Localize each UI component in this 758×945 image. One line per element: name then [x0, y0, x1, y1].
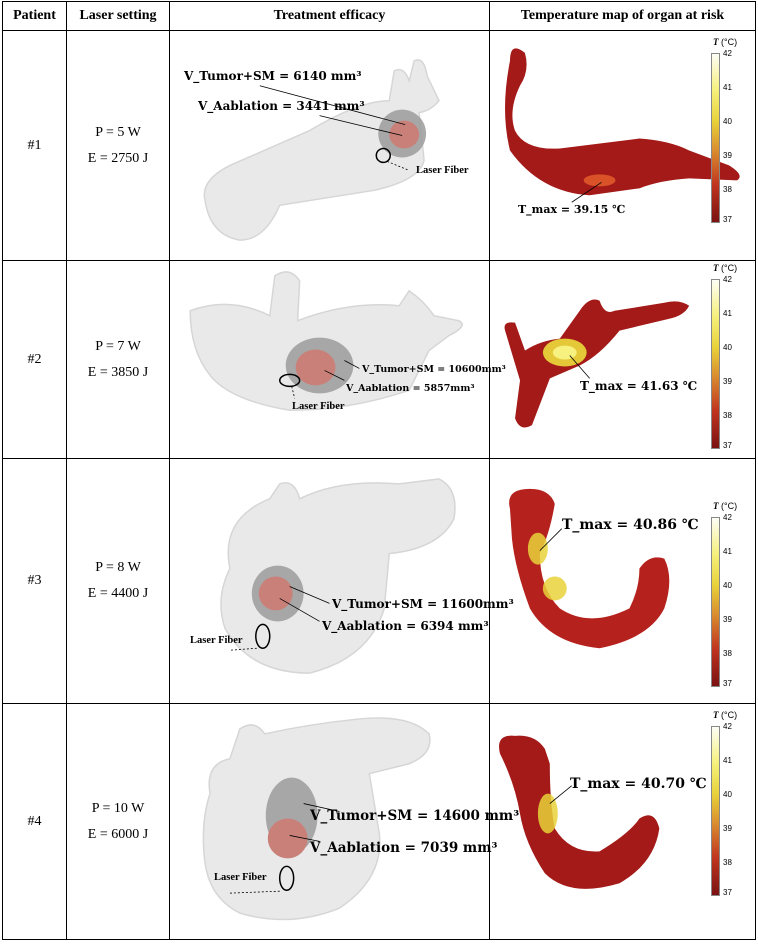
tick-label: 37	[723, 441, 732, 450]
power-value: P = 8 W	[95, 560, 141, 575]
tumor-volume-label: V_Tumor+SM = 10600mm³	[362, 364, 506, 375]
tick-label: 41	[723, 756, 732, 765]
tmax-label: T_max = 40.70 ℃	[570, 776, 707, 792]
tick-label: 41	[723, 309, 732, 318]
tick-label: 38	[723, 649, 732, 658]
ablation-volume-label: V_Aablation = 7039 mm³	[310, 840, 498, 856]
efficacy-cell: V_Tumor+SM = 11600mm³ V_Aablation = 6394…	[169, 458, 514, 704]
scale-bar	[711, 726, 720, 896]
patient-id: #1	[2, 30, 67, 261]
tick-label: 39	[723, 377, 732, 386]
tick-label: 42	[723, 49, 732, 58]
tick-label: 42	[723, 722, 732, 731]
tick-label: 38	[723, 185, 732, 194]
header-row: Patient Laser setting Treatment efficacy…	[2, 1, 756, 31]
table-row: #4 P = 10 W E = 6000 J V_Tumor+SM = 1460…	[2, 703, 756, 940]
organ-temperature-map	[499, 735, 660, 889]
scale-bar	[711, 53, 720, 223]
scale-unit: T (°C)	[713, 501, 738, 511]
tumor-volume-label: V_Tumor+SM = 11600mm³	[332, 597, 514, 611]
scale-bar	[711, 279, 720, 449]
tissue-render	[202, 717, 431, 921]
header-temperature-map: Temperature map of organ at risk	[489, 1, 756, 31]
power-value: P = 5 W	[95, 124, 141, 140]
laser-setting: P = 7 W E = 3850 J	[66, 260, 170, 459]
color-scale: T (°C) 42 41 40 39 38 37	[709, 37, 741, 225]
laser-fiber-label: Laser Fiber	[190, 635, 243, 646]
tick-label: 40	[723, 343, 732, 352]
power-value: P = 7 W	[95, 338, 141, 354]
tissue-render	[189, 271, 463, 411]
organ-temperature-map	[505, 48, 740, 203]
efficacy-cell: V_Tumor+SM = 14600 mm³ V_Aablation = 703…	[169, 703, 519, 940]
tick-label: 42	[723, 513, 732, 522]
tick-label: 40	[723, 790, 732, 799]
table-row: #1 P = 5 W E = 2750 J V_Tumor+SM = 6140 …	[2, 30, 756, 261]
tick-label: 40	[723, 581, 732, 590]
tmax-label: T_max = 39.15 ℃	[518, 203, 626, 216]
energy-value: E = 3850 J	[87, 364, 149, 380]
laser-fiber-label: Laser Fiber	[214, 872, 267, 883]
scale-unit: T (°C)	[713, 37, 738, 47]
tumor-volume-label: V_Tumor+SM = 14600 mm³	[310, 808, 520, 824]
color-scale: T (°C) 42 41 40 39 38 37	[709, 710, 741, 898]
efficacy-cell: V_Tumor+SM = 6140 mm³ V_Aablation = 3441…	[169, 30, 490, 261]
tick-label: 41	[723, 83, 732, 92]
tick-label: 39	[723, 824, 732, 833]
energy-value: E = 6000 J	[87, 826, 149, 842]
color-scale: T (°C) 42 41 40 39 38 37	[709, 263, 741, 451]
efficacy-cell: V_Tumor+SM = 10600mm³ V_Aablation = 5857…	[169, 260, 506, 459]
tick-label: 39	[723, 615, 732, 624]
laser-fiber-label: Laser Fiber	[416, 165, 469, 176]
tick-label: 37	[723, 679, 732, 688]
table-row: #3 P = 8 W E = 4400 J V_Tumor+SM = 11600…	[2, 458, 756, 704]
tumor-volume-label: V_Tumor+SM = 6140 mm³	[184, 69, 362, 83]
temperature-cell: T_max = 40.70 ℃ T (°C) 42 41 40 39 38 37	[489, 703, 756, 940]
table-row: #2 P = 7 W E = 3850 J V_Tumor+SM = 10600…	[2, 260, 756, 459]
color-scale: T (°C) 42 41 40 39 38 37	[709, 501, 741, 689]
temperature-cell: T_max = 39.15 ℃ T (°C) 42 41 40 39 38 37	[489, 30, 756, 261]
scale-unit: T (°C)	[713, 263, 738, 273]
tmax-label: T_max = 41.63 ℃	[580, 379, 698, 393]
power-value: P = 10 W	[91, 800, 145, 816]
energy-value: E = 4400 J	[87, 586, 149, 601]
header-laser-setting: Laser setting	[66, 1, 170, 31]
laser-setting: P = 5 W E = 2750 J	[66, 30, 170, 261]
header-treatment-efficacy: Treatment efficacy	[169, 1, 490, 31]
tick-label: 37	[723, 215, 732, 224]
temperature-cell: T_max = 40.86 ℃ T (°C) 42 41 40 39 38 37	[489, 458, 756, 704]
ablation-volume-label: V_Aablation = 3441 mm³	[198, 99, 365, 113]
header-patient: Patient	[2, 1, 67, 31]
tick-label: 39	[723, 151, 732, 160]
organ-temperature-map	[509, 488, 670, 649]
organ-temperature-map	[504, 299, 690, 428]
tick-label: 42	[723, 275, 732, 284]
tick-label: 38	[723, 858, 732, 867]
patient-id: #2	[2, 260, 67, 459]
scale-unit: T (°C)	[713, 710, 738, 720]
tissue-render	[203, 59, 440, 241]
tissue-render	[220, 478, 456, 674]
patient-id: #3	[2, 458, 67, 704]
tick-label: 37	[723, 888, 732, 897]
ablation-volume-label: V_Aablation = 6394 mm³	[322, 619, 489, 633]
temperature-cell: T_max = 41.63 ℃ T (°C) 42 41 40 39 38 37	[489, 260, 756, 459]
tmax-label: T_max = 40.86 ℃	[562, 517, 699, 533]
scale-bar	[711, 517, 720, 687]
tick-label: 41	[723, 547, 732, 556]
laser-fiber-label: Laser Fiber	[292, 401, 345, 412]
laser-setting: P = 10 W E = 6000 J	[66, 703, 170, 940]
patient-id: #4	[2, 703, 67, 940]
energy-value: E = 2750 J	[87, 150, 149, 166]
tick-label: 40	[723, 117, 732, 126]
tick-label: 38	[723, 411, 732, 420]
ablation-volume-label: V_Aablation = 5857mm³	[346, 383, 475, 394]
laser-setting: P = 8 W E = 4400 J	[66, 458, 170, 704]
